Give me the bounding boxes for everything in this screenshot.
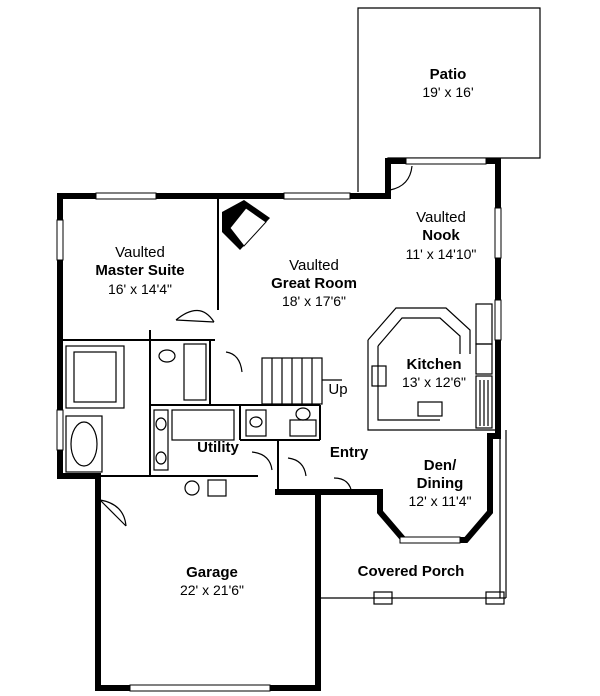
fireplace <box>222 200 270 250</box>
kitchen-name: Kitchen <box>406 356 461 373</box>
room-kitchen: Kitchen 13' x 12'6" <box>402 356 466 390</box>
den-dining-name-line1: Den/ <box>424 457 457 474</box>
kitchen-dims: 13' x 12'6" <box>402 374 466 390</box>
garage-name: Garage <box>186 564 238 581</box>
room-patio: Patio 19' x 16' <box>422 66 473 100</box>
windows <box>56 157 502 692</box>
room-nook: Vaulted Nook 11' x 14'10" <box>406 209 477 262</box>
stairs-up-label: Up <box>328 381 347 398</box>
patio-name: Patio <box>430 66 467 83</box>
doors <box>99 165 413 527</box>
patio-dims: 19' x 16' <box>422 84 473 100</box>
room-den-dining: Den/ Dining 12' x 11'4" <box>409 457 472 509</box>
garage-dims: 22' x 21'6" <box>180 582 244 598</box>
great-room-dims: 18' x 17'6" <box>282 293 346 309</box>
room-utility: Utility <box>197 439 239 456</box>
nook-dims: 11' x 14'10" <box>406 246 477 262</box>
room-master-suite: Vaulted Master Suite 16' x 14'4" <box>95 244 184 297</box>
master-suite-prefix: Vaulted <box>115 244 165 261</box>
utility-name: Utility <box>197 439 239 456</box>
nook-prefix: Vaulted <box>416 209 466 226</box>
porch <box>318 429 507 605</box>
room-entry: Entry <box>330 444 369 461</box>
great-room-name: Great Room <box>271 275 357 292</box>
master-suite-name: Master Suite <box>95 262 184 279</box>
nook-name: Nook <box>422 227 460 244</box>
bath-fixtures <box>65 343 317 497</box>
room-great-room: Vaulted Great Room 18' x 17'6" <box>271 257 357 309</box>
entry-name: Entry <box>330 444 369 461</box>
den-dining-name-line2: Dining <box>417 475 464 492</box>
kitchen-counters <box>367 303 493 431</box>
den-dining-dims: 12' x 11'4" <box>409 493 472 509</box>
master-suite-dims: 16' x 14'4" <box>108 281 172 297</box>
covered-porch-name: Covered Porch <box>358 563 465 580</box>
stairs-label: Up <box>328 381 347 398</box>
room-covered-porch: Covered Porch <box>358 563 465 580</box>
room-garage: Garage 22' x 21'6" <box>180 564 244 598</box>
great-room-prefix: Vaulted <box>289 257 339 274</box>
interior-walls <box>60 196 342 492</box>
